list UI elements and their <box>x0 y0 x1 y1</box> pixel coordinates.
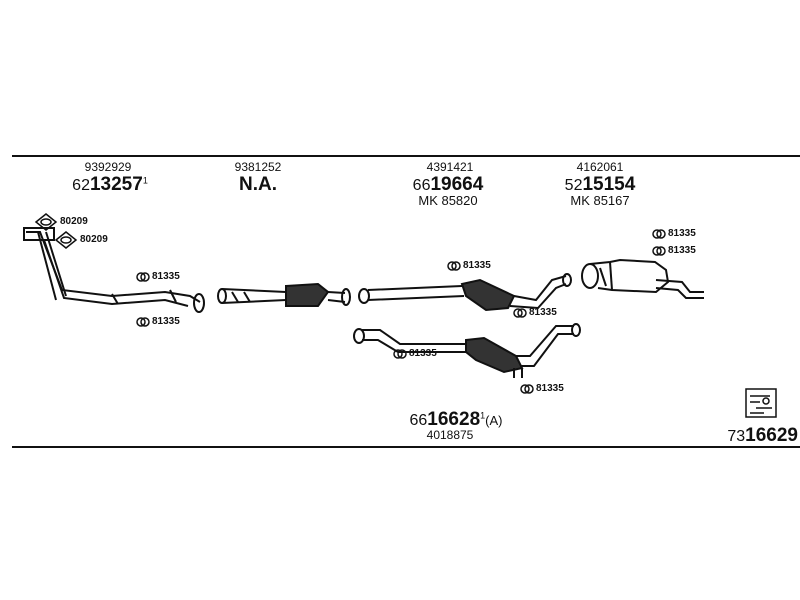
middle-pipe-drawing <box>217 282 351 307</box>
kit-prefix: 73 <box>727 428 746 445</box>
mounting-kit-icon <box>745 388 777 418</box>
part3-main: 19664 <box>430 174 484 195</box>
clamp-label-1: 81335 <box>152 271 180 282</box>
clamp-label-7: 81335 <box>668 228 696 239</box>
clamp-label-2: 81335 <box>152 316 180 327</box>
clamp-icons <box>136 229 666 394</box>
gasket-icon-a <box>34 213 58 231</box>
part1-main: 13257 <box>89 174 143 195</box>
kit-main: 16629 <box>745 425 798 446</box>
clamp-label-6: 81335 <box>536 383 564 394</box>
clamp-label-5: 81335 <box>409 348 437 359</box>
part3-prefix: 66 <box>412 177 431 194</box>
part5-main: 16628 <box>427 409 481 430</box>
part5-number: 66166281(A) <box>396 409 516 431</box>
kit-number: 7316629 <box>718 425 798 447</box>
part2-number: N.A. <box>228 174 288 196</box>
part1-top-number: 9392929 <box>84 160 132 174</box>
clamp-label-3: 81335 <box>463 260 491 271</box>
part3-top-number: 4391421 <box>426 160 474 174</box>
part3-mk-number: MK 85820 <box>418 193 478 208</box>
gasket-label-b: 80209 <box>80 234 108 245</box>
part5-suffix: 1 <box>480 410 486 421</box>
part4-number: 5215154 <box>558 174 642 196</box>
part2-top-number: 9381252 <box>234 160 282 174</box>
rear-silencer-drawing <box>581 258 704 299</box>
part4-main: 15154 <box>582 174 636 195</box>
part3-number: 6619664 <box>406 174 490 196</box>
lower-middle-pipe-drawing <box>353 323 581 378</box>
part4-mk-number: MK 85167 <box>570 193 630 208</box>
part4-prefix: 52 <box>564 177 583 194</box>
upper-middle-pipe-drawing <box>358 273 572 312</box>
part1-suffix: 1 <box>142 175 148 186</box>
clamp-label-8: 81335 <box>668 245 696 256</box>
part4-top-number: 4162061 <box>576 160 624 174</box>
part2-main: N.A. <box>239 174 277 195</box>
part5-bottom-number: 4018875 <box>426 428 474 442</box>
clamp-label-4: 81335 <box>529 307 557 318</box>
part1-prefix: 62 <box>72 177 90 194</box>
part5-tail: (A) <box>485 413 503 428</box>
front-pipe-drawing <box>23 227 205 313</box>
gasket-label-a: 80209 <box>60 216 88 227</box>
part1-number: 62132571 <box>68 174 152 196</box>
part5-prefix: 66 <box>409 412 428 429</box>
gasket-icon-b <box>54 231 78 249</box>
